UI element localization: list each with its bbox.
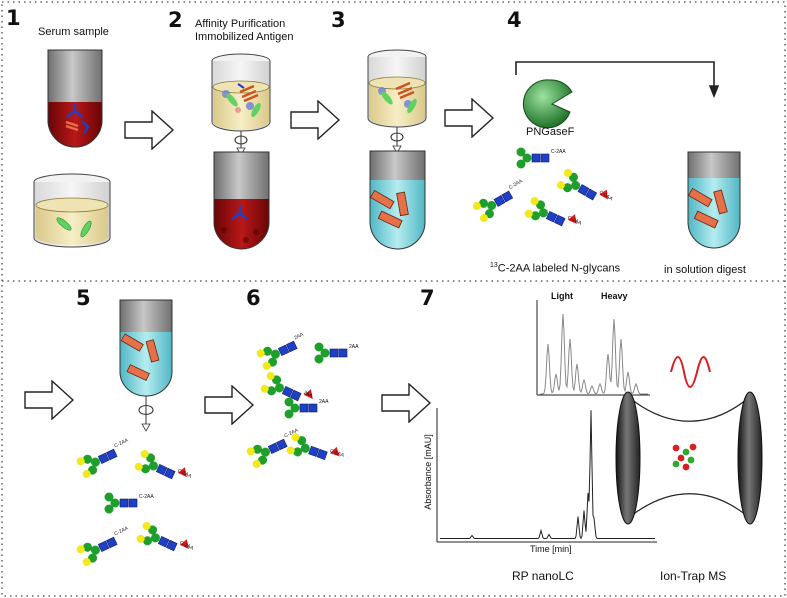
step-number-1: 1	[6, 6, 21, 30]
affinity-column-icon	[211, 53, 271, 156]
glycan-icon: C-2AA	[136, 522, 195, 552]
ms-spectrum-inset	[536, 300, 650, 396]
rp-nanolc-label: RP nanoLC	[512, 569, 574, 583]
glycan-label: C-2AA	[508, 178, 524, 191]
eluate-tube-icon	[369, 150, 426, 250]
immobilized-antigen-label: Immobilized Antigen	[195, 31, 294, 43]
sine-wave-icon	[670, 356, 711, 388]
pngasef-label: PNGaseF	[526, 126, 575, 138]
digest-tube-icon	[687, 151, 741, 249]
wash-column-icon	[367, 49, 427, 154]
glycan-structures: C-2AA C-2AA C-2AA C-2AA C-2AA C-2AA C-2AA C-2AA…	[76, 147, 614, 566]
glycan-icon: C-2AA	[524, 197, 583, 227]
pngasef-enzyme-icon	[522, 79, 573, 129]
glycan-label: C-2AA	[178, 540, 194, 552]
glycan-icon: C-2AA	[516, 147, 566, 169]
arrow-right-icon	[381, 383, 431, 423]
bead-cup-icon	[33, 173, 111, 248]
glycan-label: C-2AA	[139, 494, 154, 500]
step-number-6: 6	[246, 286, 261, 310]
step-number-4: 4	[507, 8, 522, 32]
glycan-label: 2AA	[319, 399, 329, 405]
glycan-label: 2AA	[349, 344, 359, 350]
ion-trap-ms-label: Ion-Trap MS	[660, 569, 727, 583]
step-number-5: 5	[76, 286, 91, 310]
column-tube-icon	[119, 299, 173, 432]
labeled-glycans-label: 13C-2AA labeled N-glycans	[490, 262, 620, 275]
glycan-label: 2AA	[302, 390, 314, 400]
heavy-label: Heavy	[601, 291, 628, 301]
step-number-7: 7	[420, 286, 435, 310]
glycan-icon: 2AA	[260, 372, 314, 402]
lc-chromatogram	[436, 408, 657, 543]
glycan-label: 2AA	[293, 332, 305, 342]
y-axis-label: Absorbance [mAU]	[422, 434, 433, 510]
glycan-label: C-2AA	[598, 190, 614, 203]
glycan-icon: C-2AA	[134, 450, 193, 480]
glycan-icon: 2AA	[284, 397, 329, 419]
glycan-icon: 2AA	[314, 342, 359, 364]
isotope-superscript: 13	[490, 262, 498, 269]
depleted-serum-tube-icon	[213, 151, 270, 250]
glycan-label: C-2AA	[176, 468, 192, 480]
glycan-label: C-2AA	[113, 525, 129, 537]
arrow-right-icon	[124, 110, 174, 150]
glycan-icon: C-2AA	[556, 168, 614, 203]
affinity-purification-label: Affinity Purification	[195, 18, 286, 30]
glycan-label: C-2AA	[551, 149, 566, 155]
glycan-label: C-2AA	[329, 448, 346, 459]
ion-trap-icon	[615, 391, 763, 525]
arrow-right-icon	[24, 380, 74, 420]
glycan-icon: C-2AA	[286, 433, 346, 460]
glycan-icon: C-2AA	[472, 178, 524, 223]
glycan-icon: C-2AA	[104, 492, 154, 514]
step-number-3: 3	[331, 8, 346, 32]
light-label: Light	[551, 291, 573, 301]
x-axis-label: Time [min]	[530, 544, 572, 554]
glycan-label: C-2AA	[283, 427, 299, 439]
glycan-label: C-2AA	[113, 437, 129, 449]
in-solution-digest-label: in solution digest	[664, 264, 746, 276]
arrow-right-icon	[444, 98, 494, 138]
arrow-right-icon	[290, 100, 340, 140]
glycan-icon: C-2AA	[76, 525, 130, 566]
glycan-icon: 2AA	[256, 332, 305, 370]
glycan-label: C-2AA	[566, 215, 582, 227]
step-number-2: 2	[168, 8, 183, 32]
glycan-icon: C-2AA	[76, 437, 130, 478]
serum-sample-label: Serum sample	[38, 26, 109, 38]
glycan-icon: C-2AA	[246, 427, 300, 468]
serum-tube-icon	[47, 49, 103, 148]
bracket-arrow	[515, 61, 720, 99]
arrow-right-icon	[204, 385, 254, 425]
labeled-glycans-text: C-2AA labeled N-glycans	[497, 262, 621, 275]
